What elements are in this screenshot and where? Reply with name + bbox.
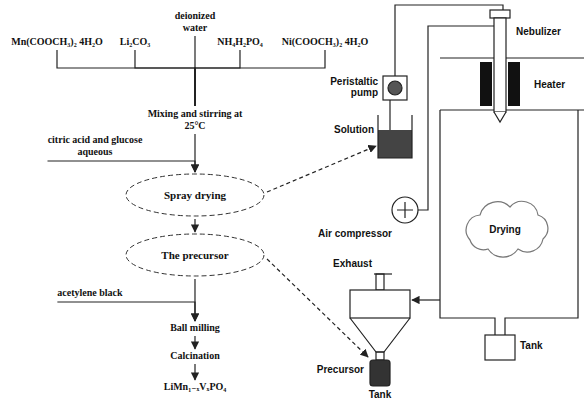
heater-block [508, 62, 520, 106]
flow-connector [194, 336, 195, 349]
process-step: LiMn₁₋ₓVₓPO₄ [164, 381, 227, 393]
step-text: Ball milling [170, 322, 220, 334]
heater-block [480, 62, 492, 106]
peristaltic-pump [383, 76, 407, 100]
step-text: deionized water [165, 10, 225, 34]
step-text: The precursor [161, 249, 228, 261]
flow-connector [195, 50, 240, 106]
heater-band [440, 57, 584, 58]
process-step: NH₄H₂PO₄ [217, 36, 263, 48]
exhaust-cap [374, 273, 392, 274]
process-step: Mn(COOCH₃)₂ 4H₂O [11, 36, 103, 48]
flow-connector [194, 364, 195, 380]
step-text: NH₄H₂PO₄ [217, 36, 263, 48]
compressor-fan [397, 202, 413, 218]
air-compressor [392, 197, 418, 223]
heater-band [440, 109, 584, 110]
part-label: Solution [316, 124, 374, 135]
flow-connector [195, 50, 325, 106]
nebulizer-cap [490, 10, 510, 18]
step-text: Mixing and stirring at 25°C [138, 108, 253, 132]
pump-rotor [388, 81, 402, 95]
process-step: Ni(COOCH₃)₂ 4H₂O [282, 36, 369, 48]
process-step: deionized water [165, 10, 225, 34]
drying-cloud [466, 201, 548, 257]
exhaust-pipe [376, 274, 384, 290]
step-text: Mn(COOCH₃)₂ 4H₂O [11, 36, 103, 48]
step-text: Ni(COOCH₃)₂ 4H₂O [282, 36, 369, 48]
dashed-link [267, 146, 376, 192]
part-label: Exhaust [318, 258, 372, 269]
process-step: Mixing and stirring at 25°C [138, 108, 253, 132]
step-text: acetylene black [57, 287, 122, 299]
process-ellipse: Spray drying [125, 173, 265, 217]
process-step: Ball milling [170, 322, 220, 334]
flow-connector [48, 161, 196, 172]
process-ellipse: The precursor [125, 233, 265, 277]
cyclone-cone [350, 318, 410, 352]
process-step: Li₂CO₃ [120, 36, 150, 48]
part-label: Drying [480, 224, 530, 235]
flow-connector [57, 50, 195, 106]
process-step: acetylene black [57, 287, 122, 299]
nebulizer-nozzle [494, 112, 506, 122]
flow-connector [194, 219, 195, 232]
precursor-tank [370, 360, 390, 386]
part-label: Heater [534, 79, 565, 90]
cyclone-body [350, 290, 410, 318]
step-text: Li₂CO₃ [120, 36, 150, 48]
part-label: Tank [360, 389, 400, 400]
cyclone-neck [376, 352, 384, 360]
step-text: LiMn₁₋ₓVₓPO₄ [164, 381, 227, 393]
part-label: Tank [520, 340, 543, 351]
dashed-link [267, 259, 368, 357]
process-step: Calcination [170, 350, 219, 362]
part-label: Air compressor [300, 228, 392, 239]
step-text: Spray drying [164, 189, 226, 201]
part-label: Precursor [298, 364, 364, 375]
chamber-tank [485, 335, 515, 360]
flow-connector [57, 302, 195, 321]
step-text: Calcination [170, 350, 219, 362]
ellipse-outline [126, 234, 264, 276]
part-label: Peristaltic pump [314, 76, 378, 98]
drying-chamber [440, 110, 578, 335]
air-line [418, 26, 494, 210]
flow-connector [135, 50, 195, 106]
solution-beaker [378, 115, 412, 158]
ellipse-outline [126, 174, 264, 216]
step-text: citric acid and glucose aqueous [48, 134, 143, 158]
solution-liquid [378, 130, 412, 158]
nebulizer-tube [494, 18, 506, 112]
part-label: Nebulizer [516, 26, 561, 37]
process-step: citric acid and glucose aqueous [48, 134, 143, 158]
transfer-pipe [412, 299, 440, 300]
